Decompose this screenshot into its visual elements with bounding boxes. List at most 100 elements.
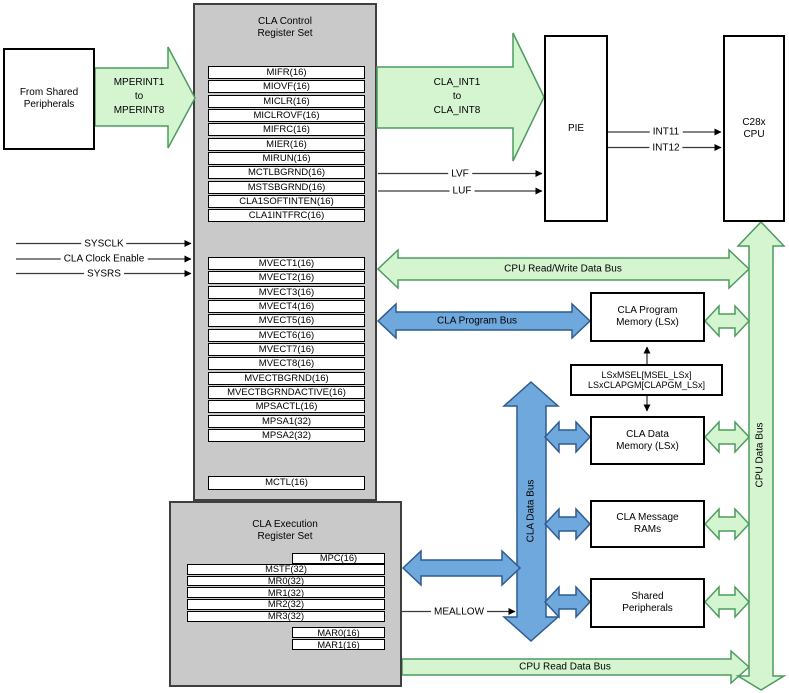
- shared-peripherals-cpu-bus-arrow: [703, 585, 751, 619]
- register-row: MVECTBGRND(16): [208, 371, 365, 385]
- register-row: MAR0(16): [292, 627, 385, 638]
- cla-int-arrow-label-1: CLA_INT1: [433, 77, 481, 88]
- data-memory-cla-bus-arrow: [543, 420, 592, 454]
- register-row: MR2(32): [187, 599, 385, 610]
- from-shared-peripherals-label-1: From Shared: [19, 87, 79, 98]
- register-row: MVECT6(16): [208, 328, 365, 342]
- cpu-read-data-bus-label: CPU Read Data Bus: [519, 661, 611, 672]
- int11-label: INT11: [649, 126, 683, 138]
- register-row: MIOVF(16): [208, 80, 365, 94]
- c28x-cpu-label-1: C28x: [742, 116, 766, 128]
- register-row: CLA1INTFRC(16): [208, 209, 365, 223]
- cla-program-bus-label: CLA Program Bus: [436, 315, 518, 326]
- cpu-read-data-bus-arrow: [401, 649, 751, 685]
- program-memory-cpu-bus-arrow: [703, 304, 751, 338]
- register-row: MVECT4(16): [208, 299, 365, 313]
- shared-peripherals-box: Shared Peripherals: [590, 578, 705, 628]
- register-row: MICLR(16): [208, 94, 365, 108]
- register-row: MSTF(32): [187, 564, 385, 575]
- register-row: MVECT5(16): [208, 314, 365, 328]
- cla-message-rams-label-1: CLA Message: [616, 512, 679, 523]
- cla-execution-set-title-1: CLA Execution: [252, 519, 318, 530]
- register-row: MR3(32): [187, 610, 385, 622]
- register-row: MSTSBGRND(16): [208, 180, 365, 194]
- int12-label: INT12: [649, 142, 683, 153]
- cla-int-arrow-label-2: to: [452, 91, 462, 102]
- register-row: MVECT7(16): [208, 342, 365, 356]
- cla-data-bus-arrow: [502, 380, 560, 643]
- interrupt-register-list: MIFR(16) MIOVF(16) MICLR(16) MICLROVF(16…: [208, 66, 365, 223]
- cpu-data-bus-label: CPU Data Bus: [754, 422, 766, 488]
- cla-control-set-title-2: Register Set: [257, 28, 313, 39]
- msel-config-label-1: LSxMSEL[MSEL_LSx]: [601, 369, 692, 380]
- sysclk-label: SYSCLK: [81, 238, 127, 249]
- cla-program-memory-box: CLA Program Memory (LSx): [590, 292, 705, 342]
- cla-execution-set-title-2: Register Set: [257, 531, 313, 542]
- from-shared-peripherals-label-2: Peripherals: [23, 99, 75, 110]
- register-row: MCTLBGRND(16): [208, 166, 365, 180]
- cpu-rw-data-bus-label: CPU Read/Write Data Bus: [504, 263, 622, 274]
- shared-peripherals-cla-bus-arrow: [543, 585, 592, 619]
- meallow-label: MEALLOW: [430, 606, 488, 617]
- register-row: MIRUN(16): [208, 151, 365, 165]
- vector-register-list: MVECT1(16) MVECT2(16) MVECT3(16) MVECT4(…: [208, 257, 365, 442]
- cla-data-memory-label-2: Memory (LSx): [616, 440, 679, 452]
- from-shared-peripherals-box: From Shared Peripherals: [3, 48, 95, 150]
- cla-program-memory-label-2: Memory (LSx): [616, 317, 679, 328]
- cla-int-arrow-label: CLA_INT1 to CLA_INT8: [434, 76, 481, 118]
- msel-config-label-2: LSxCLAPGM[CLAPGM_LSx]: [587, 380, 706, 390]
- msel-config-box: LSxMSEL[MSEL_LSx] LSxCLAPGM[CLAPGM_LSx]: [570, 364, 723, 396]
- cla-execution-set-title: CLA Execution Register Set: [252, 519, 318, 543]
- core-register-list: MSTF(32) MR0(32) MR1(32) MR2(32) MR3(32): [187, 564, 385, 622]
- data-memory-cpu-bus-arrow: [703, 420, 751, 454]
- cpu-data-bus-arrow: [735, 220, 787, 691]
- register-row: MIFR(16): [208, 66, 365, 79]
- execution-registers-bus-arrow: [401, 549, 522, 587]
- register-row: MAR1(16): [292, 639, 385, 650]
- cla-data-bus-label: CLA Data Bus: [525, 479, 537, 543]
- register-row: MPSACTL(16): [208, 400, 365, 414]
- register-row: MPSA1(32): [208, 414, 365, 428]
- shared-peripherals-label-2: Peripherals: [622, 603, 673, 614]
- register-row: MR0(32): [187, 575, 385, 587]
- register-row: MR1(32): [187, 587, 385, 599]
- cla-program-memory-label-1: CLA Program: [617, 305, 678, 316]
- mperint-arrow: [94, 46, 196, 149]
- mperint-arrow-label-3: MPERINT8: [113, 105, 165, 116]
- mperint-arrow-label: MPERINT1 to MPERINT8: [114, 76, 165, 118]
- cla-message-rams-label-2: RAMs: [633, 524, 662, 535]
- register-row: MVECT3(16): [208, 285, 365, 299]
- pie-box: PIE: [544, 35, 608, 222]
- register-row: MVECTBGRNDACTIVE(16): [208, 385, 365, 399]
- cla-data-memory-label-1: CLA Data: [626, 428, 669, 440]
- cla-int-arrow-label-3: CLA_INT8: [433, 105, 481, 116]
- c28x-cpu-box: C28x CPU: [723, 35, 785, 222]
- register-row: MPSA2(32): [208, 428, 365, 442]
- cla-control-set-title: CLA Control Register Set: [257, 16, 312, 40]
- shared-peripherals-label-1: Shared: [631, 591, 664, 602]
- pie-label: PIE: [567, 122, 585, 134]
- register-row: MVECT1(16): [208, 257, 365, 270]
- register-row: MIFRC(16): [208, 123, 365, 137]
- message-rams-cla-bus-arrow: [543, 507, 592, 541]
- sysrs-label: SYSRS: [84, 268, 124, 279]
- register-row: MICLROVF(16): [208, 108, 365, 122]
- cla-control-set-title-1: CLA Control: [258, 16, 312, 27]
- cla-clock-enable-label: CLA Clock Enable: [60, 253, 148, 265]
- mperint-arrow-label-1: MPERINT1: [113, 77, 165, 88]
- cla-data-memory-box: CLA Data Memory (LSx): [590, 416, 705, 465]
- cla-message-rams-box: CLA Message RAMs: [590, 500, 705, 548]
- luf-label: LUF: [449, 185, 475, 197]
- mpc-register: MPC(16): [292, 552, 385, 564]
- message-rams-cpu-bus-arrow: [703, 507, 751, 541]
- mar-register-list: MAR0(16) MAR1(16): [292, 627, 385, 650]
- lvf-label: LVF: [448, 168, 472, 179]
- mperint-arrow-label-2: to: [134, 91, 144, 102]
- mctl-register: MCTL(16): [208, 476, 365, 490]
- c28x-cpu-label-2: CPU: [743, 128, 765, 140]
- register-row: CLA1SOFTINTEN(16): [208, 194, 365, 208]
- register-row: MVECT2(16): [208, 271, 365, 285]
- register-row: MVECT8(16): [208, 357, 365, 371]
